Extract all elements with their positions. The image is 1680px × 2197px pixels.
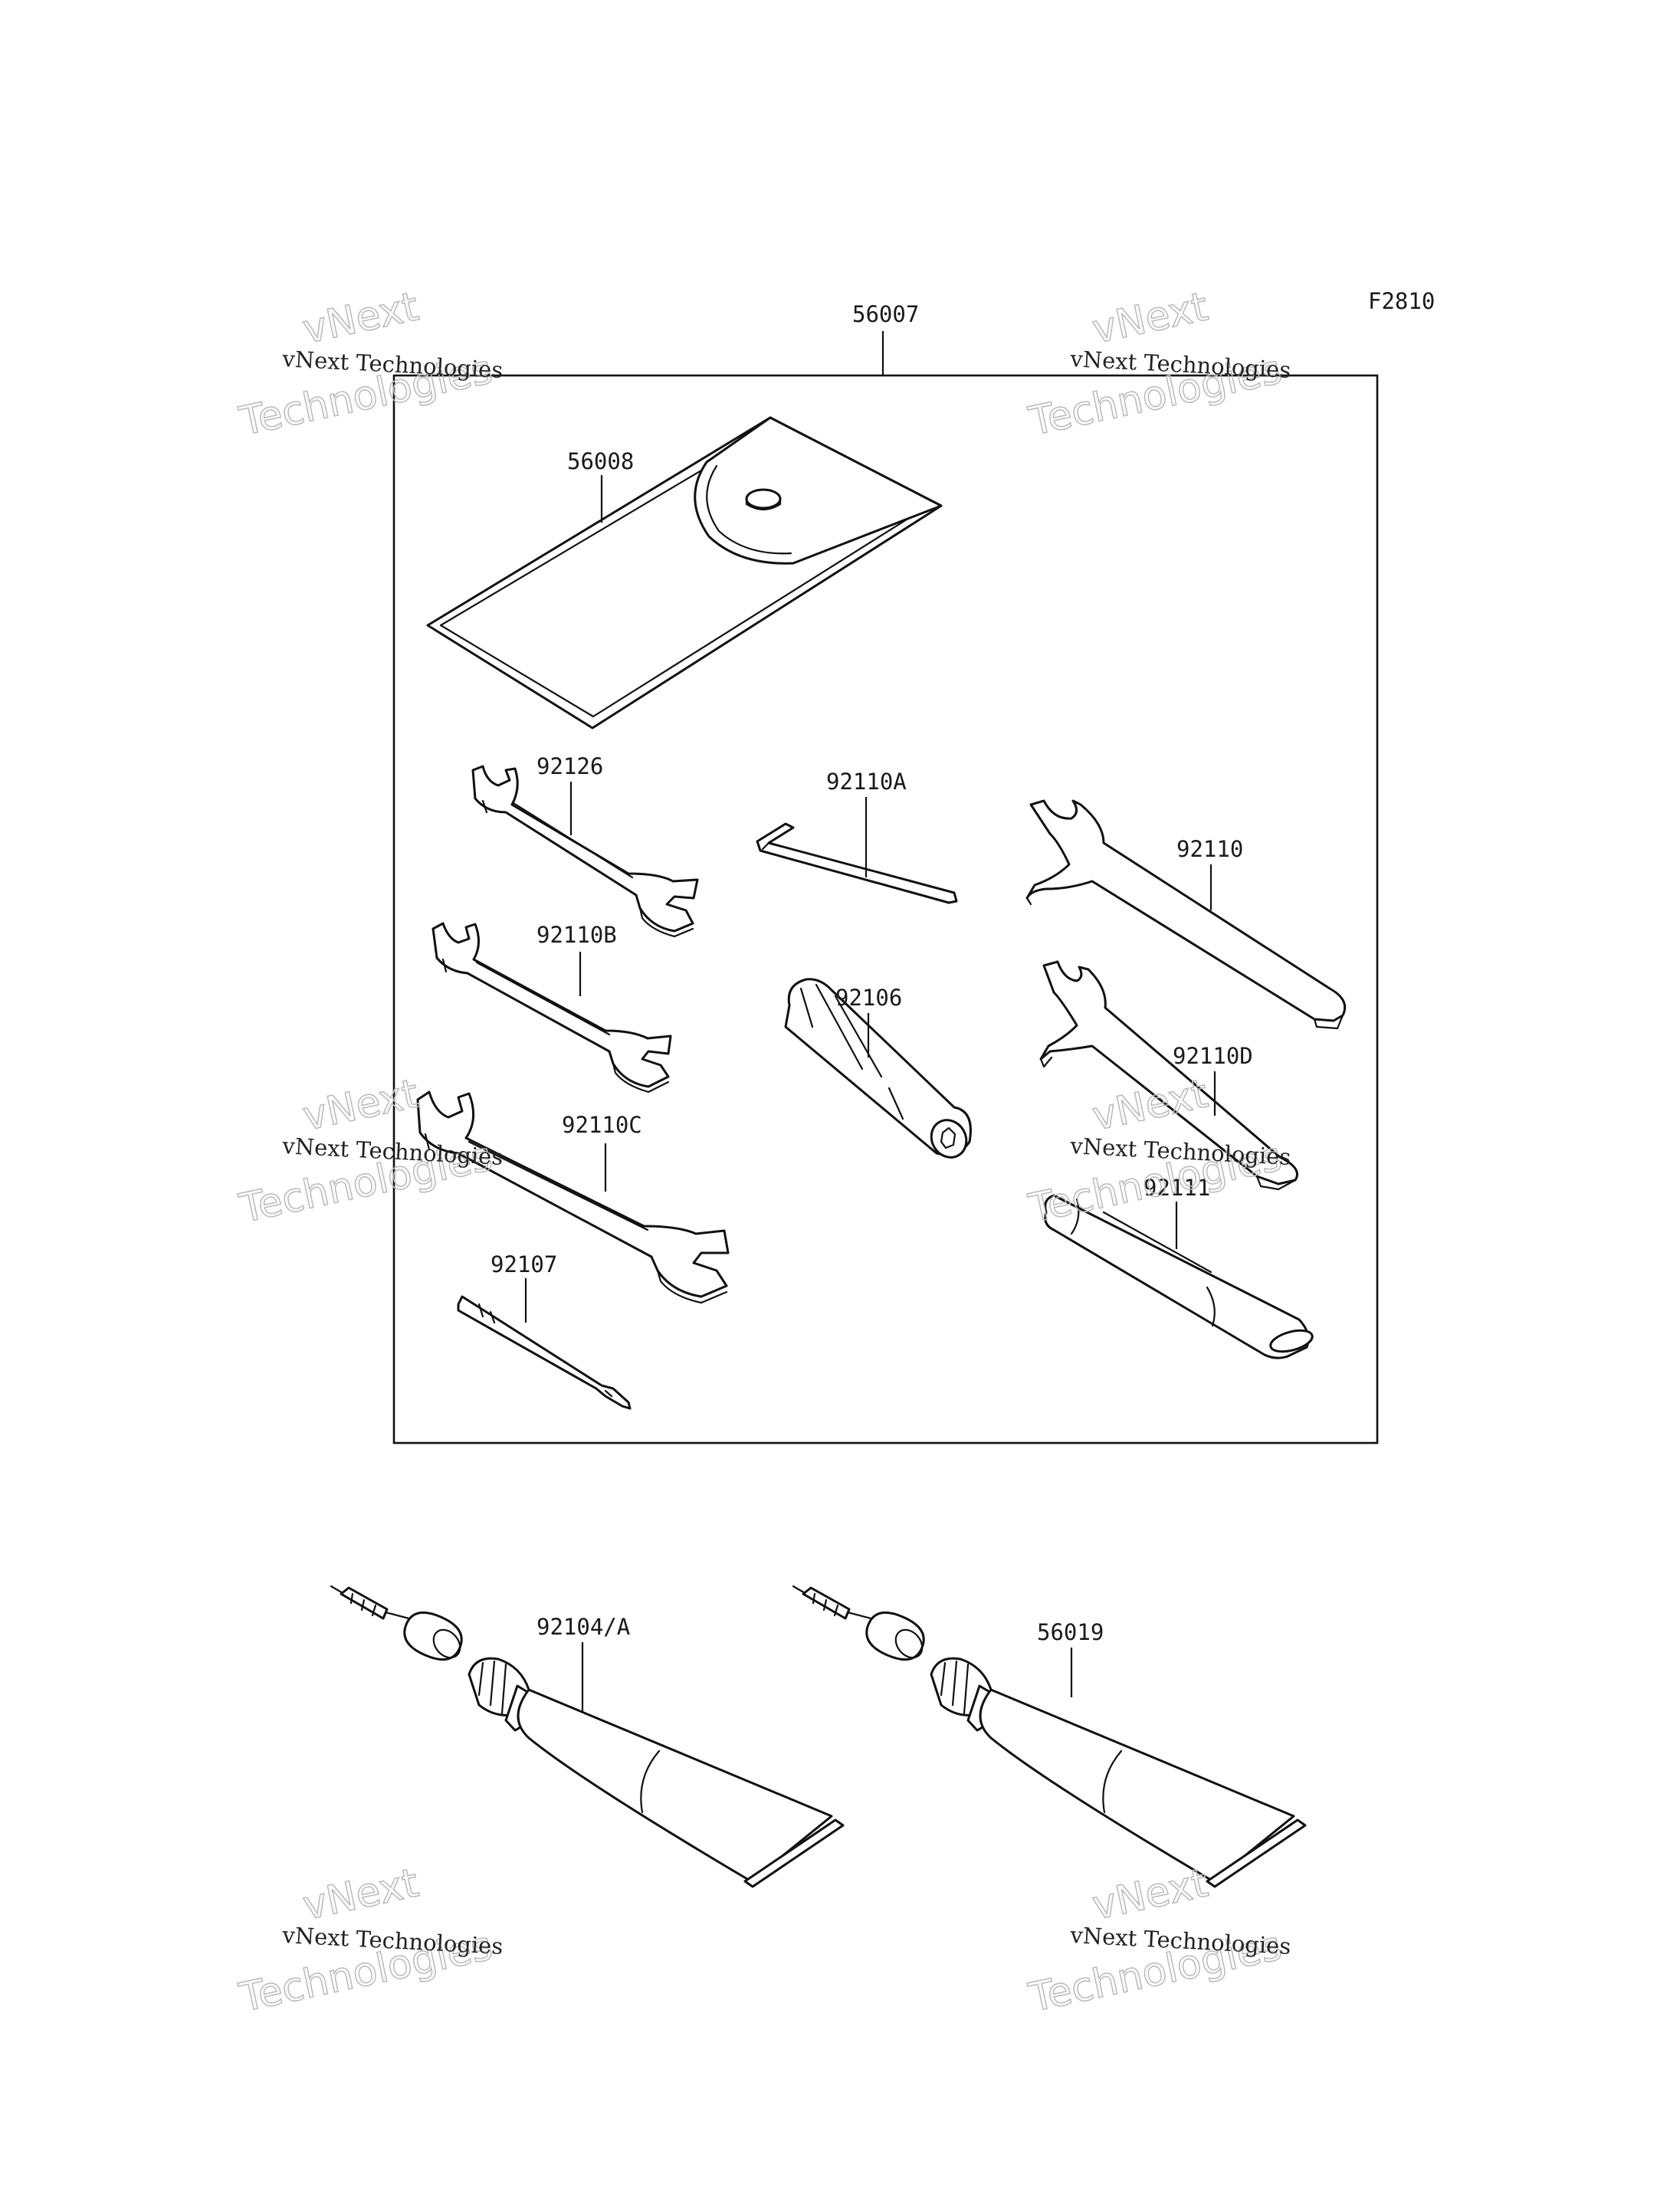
watermark-top-right: vNext Technologies vNext Technologies	[1024, 284, 1291, 446]
open-end-wrench-92126[interactable]	[471, 765, 699, 938]
grease-tube-left[interactable]	[330, 1585, 845, 1888]
part-label-92106[interactable]: 92106	[835, 985, 902, 1011]
part-label-92107[interactable]: 92107	[491, 1251, 557, 1277]
svg-text:vNext: vNext	[1088, 284, 1212, 353]
svg-text:vNext: vNext	[1088, 1860, 1212, 1929]
hex-key[interactable]	[756, 822, 958, 904]
part-label-92110A[interactable]: 92110A	[826, 769, 907, 795]
figure-code: F2810	[1368, 288, 1435, 314]
part-label-92126[interactable]: 92126	[536, 753, 603, 779]
part-label-92104A[interactable]: 92104/A	[536, 1614, 630, 1640]
svg-text:vNext: vNext	[299, 284, 422, 353]
watermark-bottom-right: vNext Technologies vNext Technologies	[1024, 1860, 1291, 2022]
watermark-middle-right: vNext Technologies vNext Technologies	[1024, 1071, 1291, 1233]
watermark-bottom-left: vNext Technologies vNext Technologies	[235, 1860, 504, 2022]
part-label-56007[interactable]: 56007	[852, 301, 919, 327]
part-label-92111[interactable]: 92111	[1144, 1175, 1210, 1201]
svg-text:vNext: vNext	[1088, 1071, 1212, 1139]
part-label-92110C[interactable]: 92110C	[562, 1112, 642, 1138]
svg-text:vNext: vNext	[299, 1071, 422, 1139]
tool-kit-box	[392, 331, 1379, 1444]
screwdriver-bit[interactable]	[457, 1295, 632, 1410]
socket-adapter[interactable]	[784, 978, 973, 1164]
part-label-92110B[interactable]: 92110B	[536, 922, 617, 948]
extension-bar[interactable]	[1044, 1194, 1314, 1359]
tool-pouch[interactable]	[426, 416, 943, 730]
part-label-56019[interactable]: 56019	[1037, 1619, 1104, 1645]
svg-text:vNext: vNext	[299, 1860, 422, 1929]
hook-spanner-92110[interactable]	[1025, 799, 1347, 1030]
open-end-wrench-92110C[interactable]	[416, 1090, 730, 1304]
watermark-top-left: vNext Technologies vNext Technologies	[235, 284, 504, 446]
part-label-92110D[interactable]: 92110D	[1173, 1043, 1253, 1069]
open-end-wrench-92110B[interactable]	[431, 922, 672, 1094]
part-label-56008[interactable]: 56008	[567, 448, 634, 474]
hook-spanner-92110D[interactable]	[1039, 960, 1298, 1191]
part-label-92110[interactable]: 92110	[1176, 836, 1243, 862]
grease-tube-right[interactable]	[792, 1585, 1307, 1888]
